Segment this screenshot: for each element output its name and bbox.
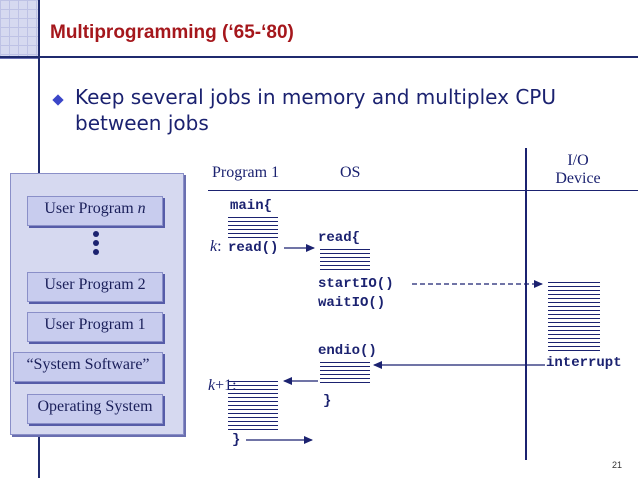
ellipsis-dot bbox=[93, 231, 99, 237]
io-activity-block bbox=[548, 282, 600, 351]
header-io-line2: Device bbox=[555, 170, 601, 187]
stack-box-user-program-1: User Program 1 bbox=[27, 312, 163, 342]
os-waitio: waitIO() bbox=[318, 295, 386, 311]
title-underline bbox=[0, 56, 638, 58]
program-k-label: k: bbox=[210, 238, 222, 256]
stack-box-user-program-n: User Program n bbox=[27, 196, 163, 226]
os-close-brace: } bbox=[323, 393, 332, 409]
stack-box-label: User Program 1 bbox=[44, 316, 146, 333]
k1-variable: k bbox=[208, 377, 216, 394]
stack-box-label: Operating System bbox=[37, 398, 153, 415]
ellipsis-dot bbox=[93, 249, 99, 255]
program-main: main{ bbox=[230, 198, 273, 214]
header-io-line1: I/O bbox=[567, 152, 589, 169]
header-program-1: Program 1 bbox=[212, 164, 280, 181]
program-code-block-2 bbox=[228, 381, 278, 430]
os-startio: startIO() bbox=[318, 276, 394, 292]
program-read-call: read() bbox=[228, 240, 279, 256]
header-separator bbox=[208, 190, 638, 191]
io-device-separator bbox=[525, 148, 527, 460]
header-os: OS bbox=[340, 164, 361, 181]
os-code-block-1 bbox=[320, 249, 370, 272]
memory-stack-panel: User Program n User Program 2 User Progr… bbox=[10, 173, 184, 435]
os-read: read{ bbox=[318, 230, 361, 246]
os-code-block-2 bbox=[320, 362, 370, 385]
program-close-brace: } bbox=[232, 432, 241, 448]
stack-box-system-software: “System Software” bbox=[13, 352, 163, 382]
k-colon: : bbox=[217, 238, 222, 255]
bullet-text: Keep several jobs in memory and multiple… bbox=[75, 85, 556, 135]
slide-title: Multiprogramming (‘65-‘80) bbox=[50, 22, 294, 43]
program-code-block-1 bbox=[228, 217, 278, 240]
stack-box-label: User Program 2 bbox=[44, 276, 146, 293]
page-number: 21 bbox=[611, 460, 622, 470]
stack-box-label: “System Software” bbox=[26, 356, 150, 373]
ellipsis-dot bbox=[93, 240, 99, 246]
io-interrupt: interrupt bbox=[546, 355, 622, 371]
corner-grid-pattern bbox=[0, 0, 38, 58]
k-variable: k bbox=[210, 238, 218, 255]
stack-box-suffix: n bbox=[137, 200, 146, 217]
os-endio: endio() bbox=[318, 343, 377, 359]
stack-box-label: User Program bbox=[44, 200, 134, 217]
stack-box-user-program-2: User Program 2 bbox=[27, 272, 163, 302]
stack-box-operating-system: Operating System bbox=[27, 394, 163, 424]
